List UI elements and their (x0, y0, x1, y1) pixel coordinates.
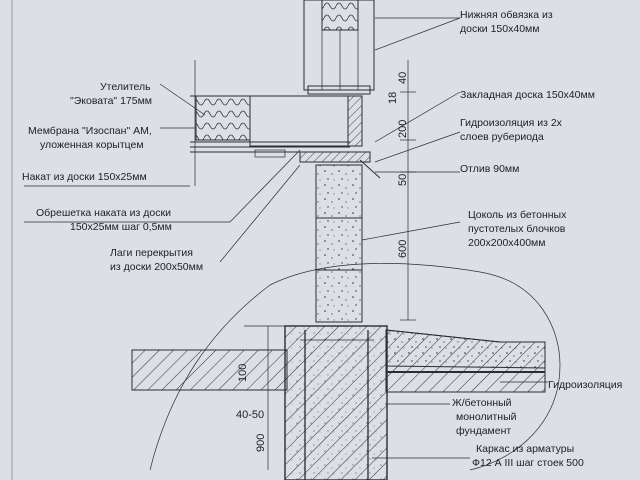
dim-18: 18 (387, 92, 399, 104)
ground-slab (131, 329, 546, 393)
joists-label-1: Лаги перекрытия (110, 247, 193, 259)
wall-frame (303, 0, 375, 95)
lathing-label-2: 150х25мм шаг 0,5мм (70, 221, 172, 233)
labels: Нижняя обвязка из доски 150х40мм Утелите… (22, 9, 622, 469)
dimension-lines (244, 60, 416, 470)
embedded-board (299, 151, 371, 163)
lathing-label-1: Обрешетка наката из доски (36, 207, 171, 219)
membrane-label-2: уложенная корытцем (40, 139, 144, 151)
ground-waterproofing-label: Гидроизоляция (548, 379, 622, 391)
insulation-layer (195, 95, 251, 141)
dim-200: 200 (397, 120, 409, 138)
dimension-texts: 40 18 200 50 600 100 40-50 900 (236, 72, 409, 452)
dim-40-50: 40-50 (236, 409, 264, 421)
dim-50: 50 (397, 174, 409, 186)
plinth-blocks (315, 164, 363, 323)
waterproofing-label-2: слоев рубериода (460, 131, 544, 143)
joists-label-2: из доски 200х50мм (110, 261, 203, 273)
rebar-label-1: Каркас из арматуры (476, 443, 574, 455)
floor-assembly (190, 95, 381, 179)
embedded-board-label: Закладная доска 150х40мм (460, 89, 595, 101)
insulation-label-1: Утелитель (100, 81, 151, 93)
rebar-label-2: Ф12 А III шаг стоек 500 (472, 457, 584, 469)
foundation-label-2: монолитный (456, 411, 517, 423)
leader-lines (24, 17, 548, 459)
plinth-label-2: пустотелых блочков (468, 223, 566, 235)
drip-label: Отлив 90мм (460, 163, 519, 175)
waterproofing-label-1: Гидроизоляция из 2х (460, 117, 563, 129)
bottom-plate-label-1: Нижняя обвязка из (460, 9, 553, 21)
concrete-foundation (284, 325, 388, 480)
dim-100: 100 (237, 364, 249, 382)
plinth-label-3: 200х200х400мм (468, 237, 546, 249)
dim-900: 900 (255, 434, 267, 452)
insulation-label-2: "Эковата" 175мм (70, 95, 152, 107)
deck-label: Накат из доски 150х25мм (22, 171, 147, 183)
foundation-label-1: Ж/бетонный (452, 397, 512, 409)
plinth-label-1: Цоколь из бетонных (468, 209, 567, 221)
joist-board (347, 95, 363, 147)
sketch-curve (149, 263, 561, 471)
membrane-label-1: Мембрана "Изоспан" АМ, (28, 125, 152, 137)
foundation-label-3: фундамент (456, 425, 511, 437)
dim-600: 600 (397, 240, 409, 258)
dim-40: 40 (397, 72, 409, 84)
bottom-plate-label-2: доски 150х40мм (460, 23, 539, 35)
